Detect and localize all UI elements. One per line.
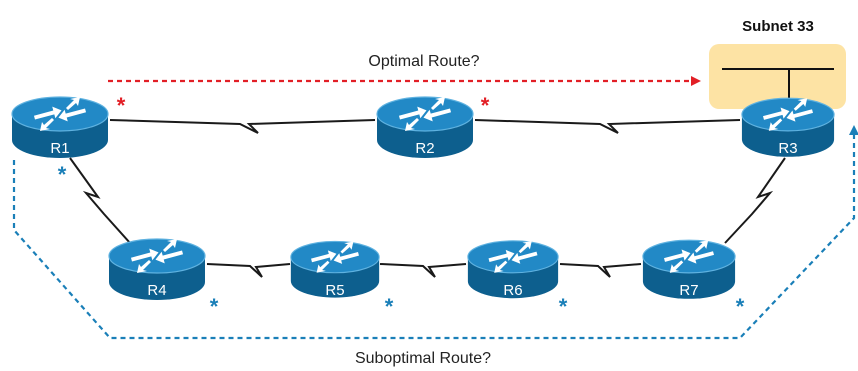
suboptimal-marker-r7: * <box>736 294 745 319</box>
link-r2-r3 <box>474 119 741 134</box>
router-r3-label: R3 <box>778 140 797 157</box>
router-r1: R1 <box>11 96 109 159</box>
link-r5-r6 <box>379 263 467 278</box>
link-r1-r2 <box>109 119 376 134</box>
link-r3-r7 <box>724 157 786 244</box>
suboptimal-marker-r5: * <box>385 294 394 319</box>
router-r7: R7 <box>642 239 736 300</box>
links <box>69 119 786 278</box>
router-r5: R5 <box>290 240 380 299</box>
suboptimal-route-arrow <box>12 125 858 340</box>
router-r4-label: R4 <box>147 282 166 299</box>
suboptimal-marker-r6: * <box>559 294 568 319</box>
suboptimal-route-label: Suboptimal Route? <box>355 350 491 367</box>
router-r6: R6 <box>467 240 559 299</box>
link-r1-r4 <box>69 157 131 244</box>
suboptimal-marker-r4: * <box>210 294 219 319</box>
router-r5-label: R5 <box>325 282 344 299</box>
subnet-label: Subnet 33 <box>742 18 814 35</box>
router-r2: R2 <box>376 96 474 159</box>
router-r4: R4 <box>108 238 206 301</box>
router-r1-label: R1 <box>50 140 69 157</box>
optimal-route-label: Optimal Route? <box>368 53 479 70</box>
optimal-marker-r2: * <box>481 93 490 118</box>
router-r6-label: R6 <box>503 282 522 299</box>
subnet-box <box>709 44 846 109</box>
router-r7-label: R7 <box>679 282 698 299</box>
router-r2-label: R2 <box>415 140 434 157</box>
suboptimal-marker-r1: * <box>58 162 67 187</box>
link-r6-r7 <box>559 263 642 278</box>
link-r4-r5 <box>206 263 291 278</box>
optimal-marker-r1: * <box>117 93 126 118</box>
router-r3: R3 <box>741 97 835 158</box>
